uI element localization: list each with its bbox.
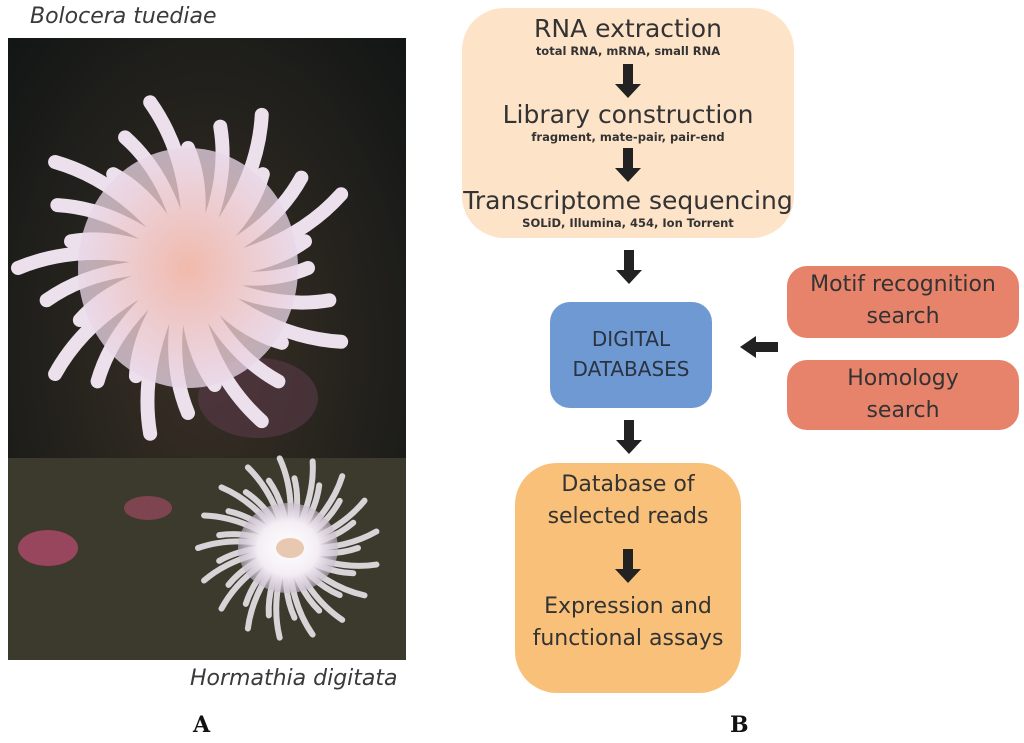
database-line1: DIGITAL: [591, 327, 671, 351]
homology-search-box: Homology search: [787, 360, 1019, 430]
step-sequencing-title: Transcriptome sequencing: [463, 186, 793, 215]
step-sequencing-sub: SOLiD, Illumina, 454, Ion Torrent: [522, 216, 734, 230]
panel-label-a: A: [193, 712, 211, 738]
arrow-down-icon: [616, 420, 642, 454]
results-line3: Expression and: [544, 594, 712, 619]
results-box: Database of selected reads Expression an…: [515, 463, 741, 693]
pipeline-box: RNA extraction total RNA, mRNA, small RN…: [462, 8, 794, 238]
arrow-down-icon: [615, 64, 641, 98]
digital-databases-box: DIGITAL DATABASES: [550, 302, 712, 408]
arrow-down-icon: [615, 549, 641, 583]
arrow-left-icon: [740, 336, 778, 358]
sea-anemone-photo: [8, 38, 406, 660]
step-library-sub: fragment, mate-pair, pair-end: [531, 130, 725, 144]
motif-search-box: Motif recognition search: [787, 266, 1019, 338]
step-rna-extraction-title: RNA extraction: [534, 14, 722, 43]
species-label-top: Bolocera tuediae: [30, 4, 217, 29]
species-label-bottom: Hormathia digitata: [190, 666, 398, 691]
panel-label-b: B: [730, 712, 749, 738]
homology-search-line1: Homology: [847, 366, 959, 391]
database-line2: DATABASES: [572, 357, 690, 381]
motif-search-line2: search: [866, 304, 940, 329]
step-rna-extraction-sub: total RNA, mRNA, small RNA: [535, 44, 721, 58]
motif-search-line1: Motif recognition: [810, 272, 996, 297]
results-line4: functional assays: [532, 626, 724, 651]
arrow-down-icon: [615, 148, 641, 182]
step-library-title: Library construction: [502, 100, 754, 129]
arrow-down-icon: [616, 250, 642, 284]
results-line2: selected reads: [547, 504, 709, 529]
homology-search-line2: search: [866, 398, 940, 423]
results-line1: Database of: [561, 472, 695, 497]
